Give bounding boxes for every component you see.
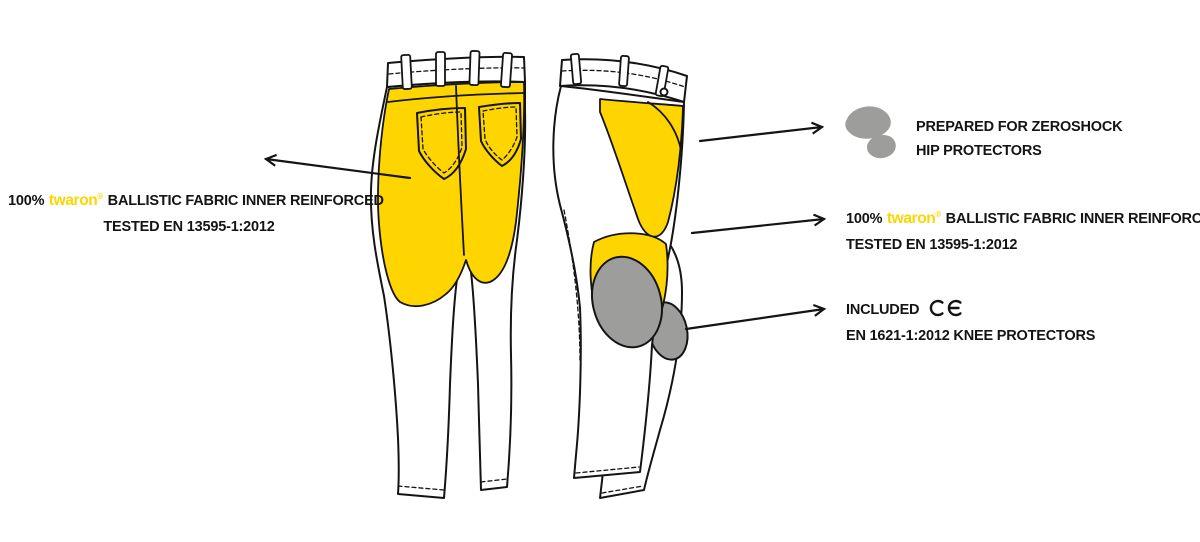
annotation-fabric-right: 100%twaron®BALLISTIC FABRIC INNER REINFO… bbox=[846, 202, 1200, 258]
side-waist-button bbox=[659, 87, 669, 97]
back-yoke-seam bbox=[387, 92, 525, 103]
jeans-side-view-illustration bbox=[552, 52, 689, 499]
annotation-fabric-left: 100%twaron®BALLISTIC FABRIC INNER REINFO… bbox=[8, 184, 384, 240]
fabric-left-suffix: BALLISTIC FABRIC INNER REINFORCED bbox=[107, 192, 384, 209]
side-hem-far-stitch bbox=[601, 485, 644, 494]
arrow-right-fabric bbox=[690, 213, 827, 235]
fabric-left-line2: TESTED EN 13595-1:2012 bbox=[103, 218, 275, 235]
hip-line2: HIP PROTECTORS bbox=[916, 143, 1042, 159]
annotation-hip-protectors: PREPARED FOR ZEROSHOCK HIP PROTECTORS bbox=[916, 115, 1123, 163]
fabric-right-line1: 100%twaron®BALLISTIC FABRIC INNER REINFO… bbox=[846, 202, 1200, 232]
registered-mark: ® bbox=[97, 192, 104, 201]
back-pocket-right-stitch bbox=[482, 106, 518, 161]
callout-arrows bbox=[263, 121, 827, 331]
knee-included-label: INCLUDED bbox=[846, 302, 920, 318]
side-back-seam-stitch bbox=[563, 209, 581, 363]
back-hem-right-stitch bbox=[480, 478, 508, 483]
side-hem-front-stitch bbox=[575, 466, 640, 474]
back-pocket-left-stitch bbox=[420, 111, 463, 174]
twaron-brand: twaron® bbox=[886, 209, 942, 227]
fabric-right-suffix: BALLISTIC FABRIC INNER REINFORCED bbox=[945, 210, 1200, 227]
back-pocket-left bbox=[416, 107, 467, 180]
ce-mark-icon bbox=[930, 299, 962, 317]
side-front-pocket-seam bbox=[647, 101, 682, 151]
fabric-left-line1: 100%twaron®BALLISTIC FABRIC INNER REINFO… bbox=[8, 184, 384, 214]
side-hip-ballistic-panel bbox=[599, 98, 684, 238]
registered-mark: ® bbox=[935, 210, 942, 219]
annotation-knee-protectors: INCLUDED EN 1621-1:2012 KNEE PROTECTORS bbox=[846, 297, 1095, 349]
fabric-left-prefix: 100% bbox=[8, 192, 45, 209]
hip-line1: PREPARED FOR ZEROSHOCK bbox=[916, 119, 1123, 135]
back-hem-left-stitch bbox=[397, 485, 445, 491]
back-ballistic-panel bbox=[377, 81, 526, 308]
arrow-knee-protectors bbox=[684, 303, 827, 331]
knee-line2: EN 1621-1:2012 KNEE PROTECTORS bbox=[846, 328, 1096, 344]
fabric-right-line2: TESTED EN 13595-1:2012 bbox=[846, 236, 1018, 253]
back-belt-loops bbox=[400, 50, 513, 90]
back-pocket-right bbox=[478, 102, 522, 167]
arrow-hip-protectors bbox=[698, 121, 825, 143]
side-belt-loops bbox=[569, 52, 670, 98]
side-knee-pad bbox=[591, 255, 663, 349]
twaron-brand: twaron® bbox=[48, 191, 104, 209]
back-center-seam bbox=[455, 85, 465, 256]
jeans-back-view-illustration bbox=[369, 50, 527, 499]
back-waistband bbox=[386, 55, 526, 88]
arrow-left-fabric bbox=[263, 153, 412, 180]
hip-protector-icon bbox=[845, 106, 896, 159]
fabric-right-prefix: 100% bbox=[846, 210, 883, 227]
knee-line1: INCLUDED bbox=[846, 297, 1095, 323]
